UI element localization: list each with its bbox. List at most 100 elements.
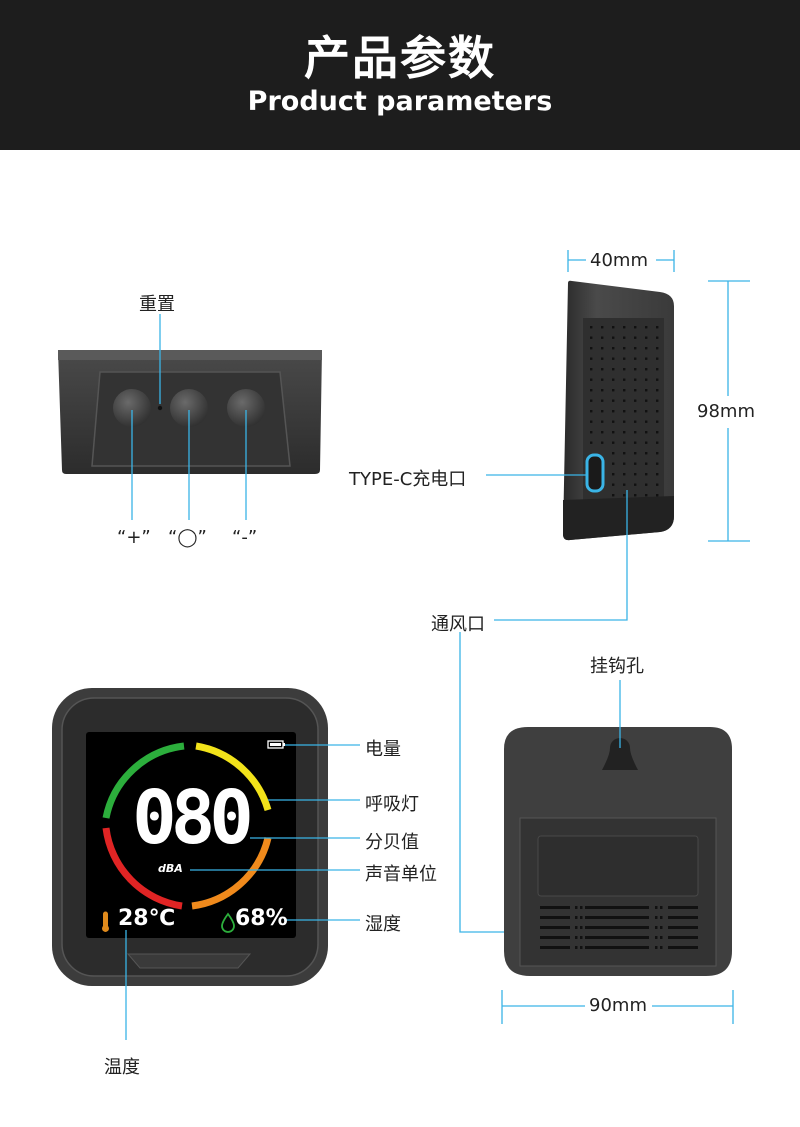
vent-hole bbox=[623, 347, 626, 350]
vent-hole bbox=[590, 441, 593, 444]
vent-hole bbox=[645, 336, 648, 339]
vent-hole bbox=[634, 357, 637, 360]
vent-hole bbox=[645, 399, 648, 402]
vent-hole bbox=[645, 357, 648, 360]
vent-hole bbox=[590, 431, 593, 434]
vent-dot bbox=[660, 936, 663, 939]
vent-hole bbox=[634, 347, 637, 350]
vent-hole bbox=[634, 483, 637, 486]
vent-dot bbox=[575, 906, 578, 909]
vent-hole bbox=[645, 420, 648, 423]
vent-dot bbox=[655, 916, 658, 919]
vent-hole bbox=[612, 347, 615, 350]
vent-dot bbox=[580, 926, 583, 929]
vent-hole bbox=[645, 494, 648, 497]
vent-slot bbox=[668, 946, 698, 949]
vent-slot bbox=[585, 946, 649, 949]
vent-hole bbox=[601, 336, 604, 339]
vent-hole bbox=[656, 326, 659, 329]
vent-hole bbox=[612, 452, 615, 455]
vent-hole bbox=[601, 431, 604, 434]
humidity-readout: 68% bbox=[235, 906, 288, 931]
front-view-device bbox=[52, 688, 360, 1040]
vent-hole bbox=[590, 326, 593, 329]
vent-slot bbox=[668, 936, 698, 939]
arc-red bbox=[102, 827, 183, 910]
vent-hole bbox=[645, 452, 648, 455]
vent-hole bbox=[645, 483, 648, 486]
vent-hole bbox=[612, 431, 615, 434]
humidity-callout: 湿度 bbox=[365, 914, 401, 935]
minus-button bbox=[227, 389, 265, 427]
vent-hole bbox=[645, 378, 648, 381]
usb-c-port bbox=[585, 453, 605, 493]
arc-green bbox=[102, 742, 185, 819]
side-view-device bbox=[459, 250, 750, 933]
vent-hole bbox=[623, 420, 626, 423]
plus-button bbox=[113, 389, 151, 427]
vent-hole bbox=[656, 336, 659, 339]
vent-hole bbox=[623, 357, 626, 360]
page-title: 产品参数 bbox=[304, 31, 496, 85]
height-dimension-label: 98mm bbox=[697, 401, 755, 422]
vent-dot bbox=[580, 906, 583, 909]
vent-dot bbox=[655, 926, 658, 929]
vent-hole bbox=[656, 483, 659, 486]
arc-orange bbox=[191, 837, 272, 910]
vent-hole bbox=[612, 389, 615, 392]
vent-slot bbox=[585, 906, 649, 909]
vent-dot bbox=[660, 906, 663, 909]
vent-hole bbox=[645, 462, 648, 465]
decibel-value-callout: 分贝值 bbox=[365, 832, 419, 853]
vent-hole bbox=[645, 441, 648, 444]
vent-dot bbox=[660, 916, 663, 919]
vent-dot bbox=[655, 936, 658, 939]
vent-hole bbox=[612, 441, 615, 444]
vent-hole bbox=[590, 357, 593, 360]
hanging-hole-icon bbox=[602, 738, 638, 770]
vent-slot bbox=[540, 946, 570, 949]
vent-dot bbox=[660, 946, 663, 949]
reset-label: 重置 bbox=[139, 294, 175, 315]
vent-hole bbox=[645, 326, 648, 329]
vent-hole bbox=[656, 494, 659, 497]
sound-unit-callout: 声音单位 bbox=[365, 864, 437, 885]
vent-hole bbox=[623, 462, 626, 465]
breathing-light-callout: 呼吸灯 bbox=[365, 794, 419, 815]
vent-hole bbox=[656, 368, 659, 371]
vent-hole bbox=[612, 399, 615, 402]
vent-dot bbox=[575, 926, 578, 929]
vent-hole bbox=[623, 399, 626, 402]
vent-dot bbox=[580, 946, 583, 949]
vent-hole bbox=[634, 389, 637, 392]
reset-button bbox=[170, 389, 208, 427]
vent-hole bbox=[656, 473, 659, 476]
vent-hole bbox=[590, 347, 593, 350]
vent-hole bbox=[634, 336, 637, 339]
vent-slot bbox=[668, 916, 698, 919]
minus-button-label: “-” bbox=[232, 527, 258, 548]
vent-hole bbox=[656, 389, 659, 392]
vent-hole bbox=[601, 326, 604, 329]
vent-hole bbox=[634, 441, 637, 444]
vent-hole bbox=[634, 473, 637, 476]
vent-hole bbox=[634, 420, 637, 423]
vent-dot bbox=[580, 936, 583, 939]
vent-hole bbox=[634, 410, 637, 413]
vent-hole bbox=[645, 410, 648, 413]
vent-hole bbox=[612, 462, 615, 465]
hook-hole-label: 挂钩孔 bbox=[590, 656, 644, 677]
vent-hole bbox=[623, 483, 626, 486]
vent-hole bbox=[601, 420, 604, 423]
vent-hole bbox=[656, 462, 659, 465]
droplet-icon bbox=[221, 912, 235, 933]
vent-hole bbox=[645, 473, 648, 476]
vent-hole bbox=[612, 420, 615, 423]
vent-hole bbox=[601, 378, 604, 381]
vent-hole bbox=[601, 368, 604, 371]
vent-slot bbox=[540, 906, 570, 909]
vent-dot bbox=[655, 906, 658, 909]
vent-hole bbox=[656, 441, 659, 444]
battery-callout: 电量 bbox=[365, 739, 401, 760]
